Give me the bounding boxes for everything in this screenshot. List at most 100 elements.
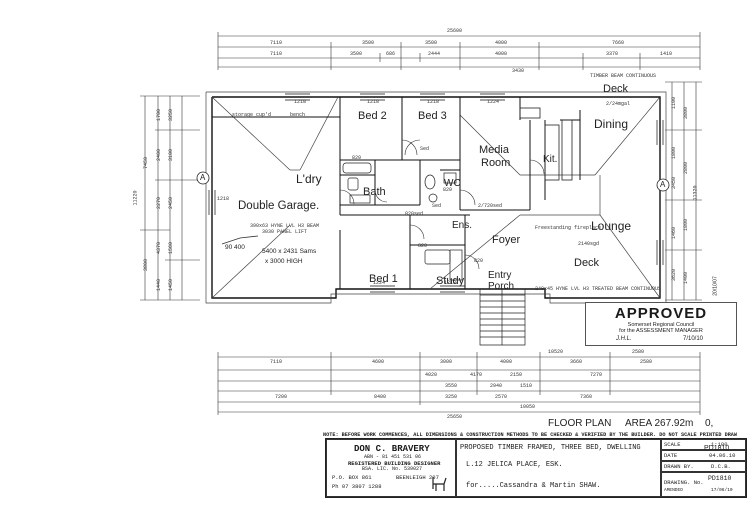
room-wc: WC — [444, 178, 461, 189]
designer-abn: ABN - 81 451 531 06 — [364, 454, 422, 460]
dim-top-4: 4000 — [495, 40, 508, 46]
note-handwritten-2: x 3000 HIGH — [265, 258, 303, 265]
scale-label: SCALE — [664, 441, 681, 448]
drawing-ref-top: PD1810 — [704, 445, 730, 452]
dim-top2-2: 3500 — [350, 51, 363, 57]
dim-top-1: 7110 — [270, 40, 283, 46]
room-media-2: Room — [481, 157, 511, 169]
dim-bot2-2: 4170 — [470, 372, 483, 378]
room-deck-bottom: Deck — [574, 257, 600, 269]
room-bath: Bath — [363, 186, 386, 198]
dim-top-total: 25600 — [447, 28, 463, 34]
dim-bot2-1: 4020 — [425, 372, 438, 378]
dim-right-4: 1460 — [671, 226, 678, 240]
dim-mid-1: 10520 — [548, 349, 564, 355]
approved-stamp: APPROVED Somerset Regional Council for t… — [585, 302, 737, 346]
dim-bot1-6: 2580 — [640, 359, 653, 365]
room-bed2: Bed 2 — [358, 110, 387, 122]
dim-right2-4: 1400 — [683, 271, 690, 285]
dim-left3-4: 1560 — [168, 241, 175, 255]
dim-right-5: 3620 — [671, 268, 678, 282]
title-block: DON C. BRAVERY ABN - 81 451 531 06 REGIS… — [325, 438, 747, 498]
dim-bot3-2: 2940 — [490, 383, 503, 389]
room-media: Media — [479, 144, 509, 156]
dim-bot-total: 25650 — [447, 414, 463, 420]
note-2720: 2/720sed — [478, 203, 503, 209]
plan-area: AREA 267.92m — [625, 418, 694, 429]
designer-cell — [326, 439, 456, 497]
dim-bot5-3: 10050 — [520, 404, 536, 410]
note-handwritten-1: 5400 x 2431 Sams — [262, 248, 317, 255]
note-820-d: 820 — [474, 258, 484, 264]
project-cell — [456, 439, 661, 497]
dim-left3-1: 3250 — [168, 108, 175, 122]
drawn-cell — [661, 461, 746, 472]
dim-left-1: 7450 — [143, 156, 150, 170]
room-lounge: Lounge — [591, 219, 632, 233]
note-1218-study: 1218 — [444, 280, 457, 286]
designer-town: BEENLEIGH 207 — [396, 474, 439, 481]
note-1218-garage: 1218 — [217, 196, 230, 202]
dim-bot2-3: 2150 — [510, 372, 523, 378]
top-dimension-lines — [217, 32, 701, 70]
note-storage: storage cup'd — [232, 112, 272, 118]
dim-right-3: 3450 — [671, 176, 678, 190]
drawn-label: DRAWN BY. — [664, 463, 694, 470]
project-line1: PROPOSED TIMBER FRAMED, THREE BED, DWELL… — [460, 444, 641, 452]
drawn-value: D.C.B. — [711, 463, 731, 470]
note-beam-top: TIMBER BEAM CONTINUOUS — [590, 73, 657, 79]
date-value: 04.06.10 — [709, 452, 736, 459]
room-laundry: L'dry — [296, 172, 322, 186]
dim-left2-2: 2400 — [156, 148, 163, 162]
note-handwritten-3: 90 400 — [225, 244, 245, 251]
note-2140: 2140sgd — [578, 241, 600, 247]
plan-title: FLOOR PLAN — [548, 418, 612, 429]
dim-top2-1: 7110 — [270, 51, 283, 57]
dim-left2-1: 1700 — [156, 108, 163, 122]
designer-po: P.O. BOX 861 — [332, 474, 372, 481]
dim-left3-2: 3100 — [168, 148, 175, 162]
dim-top-5: 7660 — [612, 40, 625, 46]
dim-bot1-5: 3660 — [570, 359, 583, 365]
note-1218-bed3: 1218 — [427, 99, 440, 105]
amended-label: AMENDED — [664, 488, 683, 493]
note-deck: 2/24mgal — [606, 101, 631, 107]
designer-name: DON C. BRAVERY — [354, 444, 430, 454]
project-line2: L.12 JELICA PLACE, ESK. — [466, 461, 563, 469]
dim-right-1: 1100 — [671, 96, 678, 110]
note-garage-beam2: 3030 PANEL LIFT — [262, 229, 308, 235]
kitchen-bench — [519, 107, 573, 181]
drawing-sub: 17/06/10 — [711, 488, 733, 493]
stamp-line1: Somerset Regional Council — [627, 322, 695, 328]
room-bed3: Bed 3 — [418, 110, 447, 122]
roof-outline — [205, 91, 667, 304]
dim-top2-5: 4000 — [495, 51, 508, 57]
drawing-label: DRAWING. No. — [664, 479, 704, 486]
dim-bot2-4: 7270 — [590, 372, 603, 378]
dim-left3-3: 2450 — [168, 196, 175, 210]
note-sed-1: Sed — [420, 146, 430, 152]
note-1224-bed1: 1224 — [373, 280, 386, 286]
entry-stairs — [479, 289, 526, 346]
dim-bot1-2: 4600 — [372, 359, 385, 365]
dim-top2-4: 2444 — [428, 51, 441, 57]
note-freestanding: Freestanding fireplace — [535, 225, 602, 231]
note-sed-2: Sed — [432, 203, 442, 209]
dim-right-total: 11320 — [692, 185, 699, 201]
room-bed1: Bed 1 — [369, 273, 398, 285]
note-bench: bench — [290, 112, 306, 118]
drawing-no-cell — [661, 472, 746, 497]
section-markers — [196, 171, 670, 192]
interior-walls — [212, 96, 660, 289]
dim-bot3-3: 1510 — [520, 383, 533, 389]
date-label: DATE — [664, 452, 678, 459]
designer-bsa: BSA. LIC. No. 539027 — [362, 466, 423, 472]
room-kitchen: Kit. — [543, 154, 558, 165]
dim-bot1-4: 4000 — [500, 359, 513, 365]
room-entry: Entry — [488, 270, 512, 281]
dim-top2-6: 3430 — [512, 68, 525, 74]
stamp-signature: J.H.L. — [616, 336, 632, 342]
note-820-a: 820 — [352, 155, 362, 161]
dim-bot1-1: 7110 — [270, 359, 283, 365]
stamp-title: APPROVED — [614, 305, 708, 322]
